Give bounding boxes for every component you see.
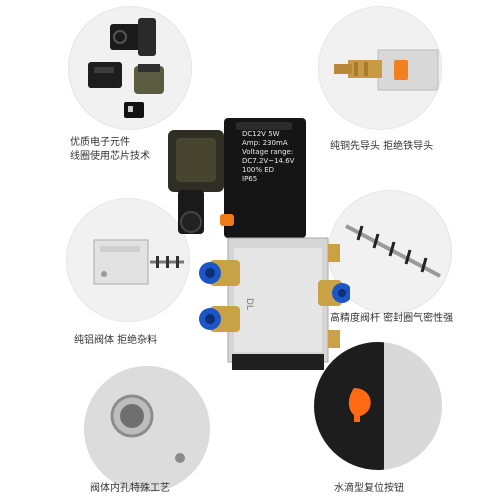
coil-label-line-3: Voltage range: (242, 148, 294, 156)
inner-bore-image (84, 366, 210, 492)
solenoid-valve-product: DC12V 5W Amp: 230mA Voltage range: DC7.2… (150, 110, 352, 380)
valve-brand-label: DL (244, 298, 254, 310)
coil-label-line-2: Amp: 230mA (242, 139, 288, 147)
caption-inner-bore: 阀体内孔特殊工艺 (90, 483, 170, 494)
detail-circle-inner-bore (84, 366, 210, 492)
coil-label: DC12V 5W Amp: 230mA Voltage range: DC7.2… (242, 130, 302, 184)
coil-label-line-4: DC7.2V~14.6V (242, 157, 295, 165)
valve-stem-image (345, 224, 441, 278)
solenoid-valve-image (168, 118, 352, 370)
coil-connectors-image (88, 18, 164, 118)
detail-circle-pilot-head (318, 6, 442, 130)
detail-circle-aluminium-body (66, 198, 190, 322)
caption-pilot-head: 纯铜先导头 拒绝铁导头 (330, 141, 434, 152)
detail-circle-reset-button (314, 342, 442, 470)
reset-button-image (314, 342, 442, 470)
caption-aluminium-body: 纯铝阀体 拒绝杂料 (74, 335, 158, 346)
caption-electronics: 优质电子元件 线圈使用芯片技术 (70, 137, 150, 162)
coil-label-line-1: DC12V 5W (242, 130, 280, 138)
caption-reset-button: 水滴型复位按钮 (334, 483, 404, 494)
caption-valve-stem: 高精度阀杆 密封圈气密性强 (330, 313, 454, 324)
pilot-head-image (334, 49, 439, 91)
coil-label-line-6: IP65 (242, 175, 258, 183)
coil-label-line-5: 100% ED (242, 166, 275, 174)
aluminium-body-image (93, 239, 184, 285)
detail-circle-electronics (68, 6, 192, 130)
